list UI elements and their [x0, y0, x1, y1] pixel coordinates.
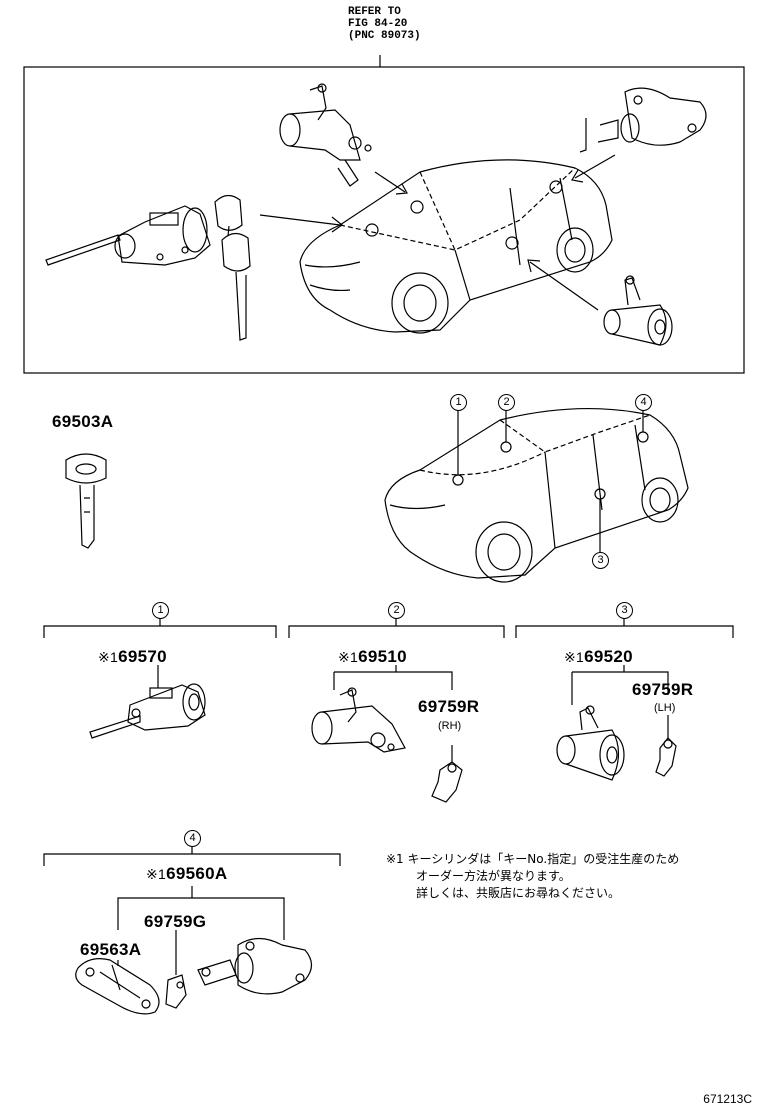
door-cylinder-top-left [279, 83, 372, 187]
part-label-69560A: ※169560A [146, 864, 227, 884]
note-line-1: キーシリンダは「キーNo.指定」の受注生産のため [407, 852, 680, 866]
car-illustration-middle [384, 408, 689, 583]
part-number-69563A: 69563A [80, 940, 142, 959]
note-line-3: 詳しくは、共販店にお尋ねください。 [416, 886, 621, 900]
part-label-69570: ※169570 [98, 647, 167, 667]
side-label-rh: (RH) [438, 720, 462, 732]
callout-3: 3 [592, 552, 609, 569]
part-number-69570: 69570 [118, 647, 167, 666]
section-2-marker: 2 [388, 602, 405, 619]
part-number-69759G: 69759G [144, 912, 207, 931]
ignition-cylinder-top [45, 205, 211, 266]
luggage-cylinder-top [579, 87, 707, 153]
refer-fig-label: FIG 84-20 [348, 18, 408, 30]
door-cylinder-69520 [556, 665, 669, 781]
callout-1: 1 [450, 394, 467, 411]
luggage-assembly-69560A [75, 886, 313, 1015]
lever-69759R-RH [431, 745, 463, 803]
section-3-marker: 3 [616, 602, 633, 619]
key-69503A [65, 453, 107, 549]
pointer-arrows-top [259, 154, 616, 311]
side-label-lh: (LH) [654, 702, 676, 714]
section-1-marker: 1 [152, 602, 169, 619]
part-number-69510: 69510 [358, 647, 407, 666]
part-number-69759R-rh: 69759R [418, 697, 480, 716]
reference-frame [23, 66, 745, 374]
note-line-2: オーダー方法が異なります。 [416, 869, 571, 883]
part-number-69503A: 69503A [52, 412, 114, 431]
section-brackets [43, 618, 734, 866]
order-note: ※1 キーシリンダは「キーNo.指定」の受注生産のため オーダー方法が異なります… [386, 851, 679, 902]
note-mark: ※1 [386, 852, 404, 866]
part-number-69759R-lh: 69759R [632, 680, 694, 699]
refer-to-label: REFER TO [348, 6, 401, 18]
callout-2: 2 [498, 394, 515, 411]
special-order-mark: ※1 [146, 866, 167, 882]
ignition-cylinder-69570 [89, 665, 206, 739]
keys-top [214, 194, 251, 341]
special-order-mark: ※1 [338, 649, 359, 665]
part-number-69560A: 69560A [166, 864, 228, 883]
special-order-mark: ※1 [564, 649, 585, 665]
part-label-69510: ※169510 [338, 647, 407, 667]
door-cylinder-top-right [603, 275, 673, 346]
refer-pnc-label: (PNC 89073) [348, 30, 421, 42]
callout-4: 4 [635, 394, 652, 411]
special-order-mark: ※1 [98, 649, 119, 665]
car-illustration-top [299, 159, 613, 334]
reference-note: REFER TO FIG 84-20 (PNC 89073) [348, 6, 421, 42]
lever-69759R-LH [655, 715, 677, 777]
part-number-69520: 69520 [584, 647, 633, 666]
figure-code: 671213C [703, 1092, 752, 1106]
door-cylinder-69510 [311, 665, 453, 753]
section-4-marker: 4 [184, 830, 201, 847]
part-label-69520: ※169520 [564, 647, 633, 667]
